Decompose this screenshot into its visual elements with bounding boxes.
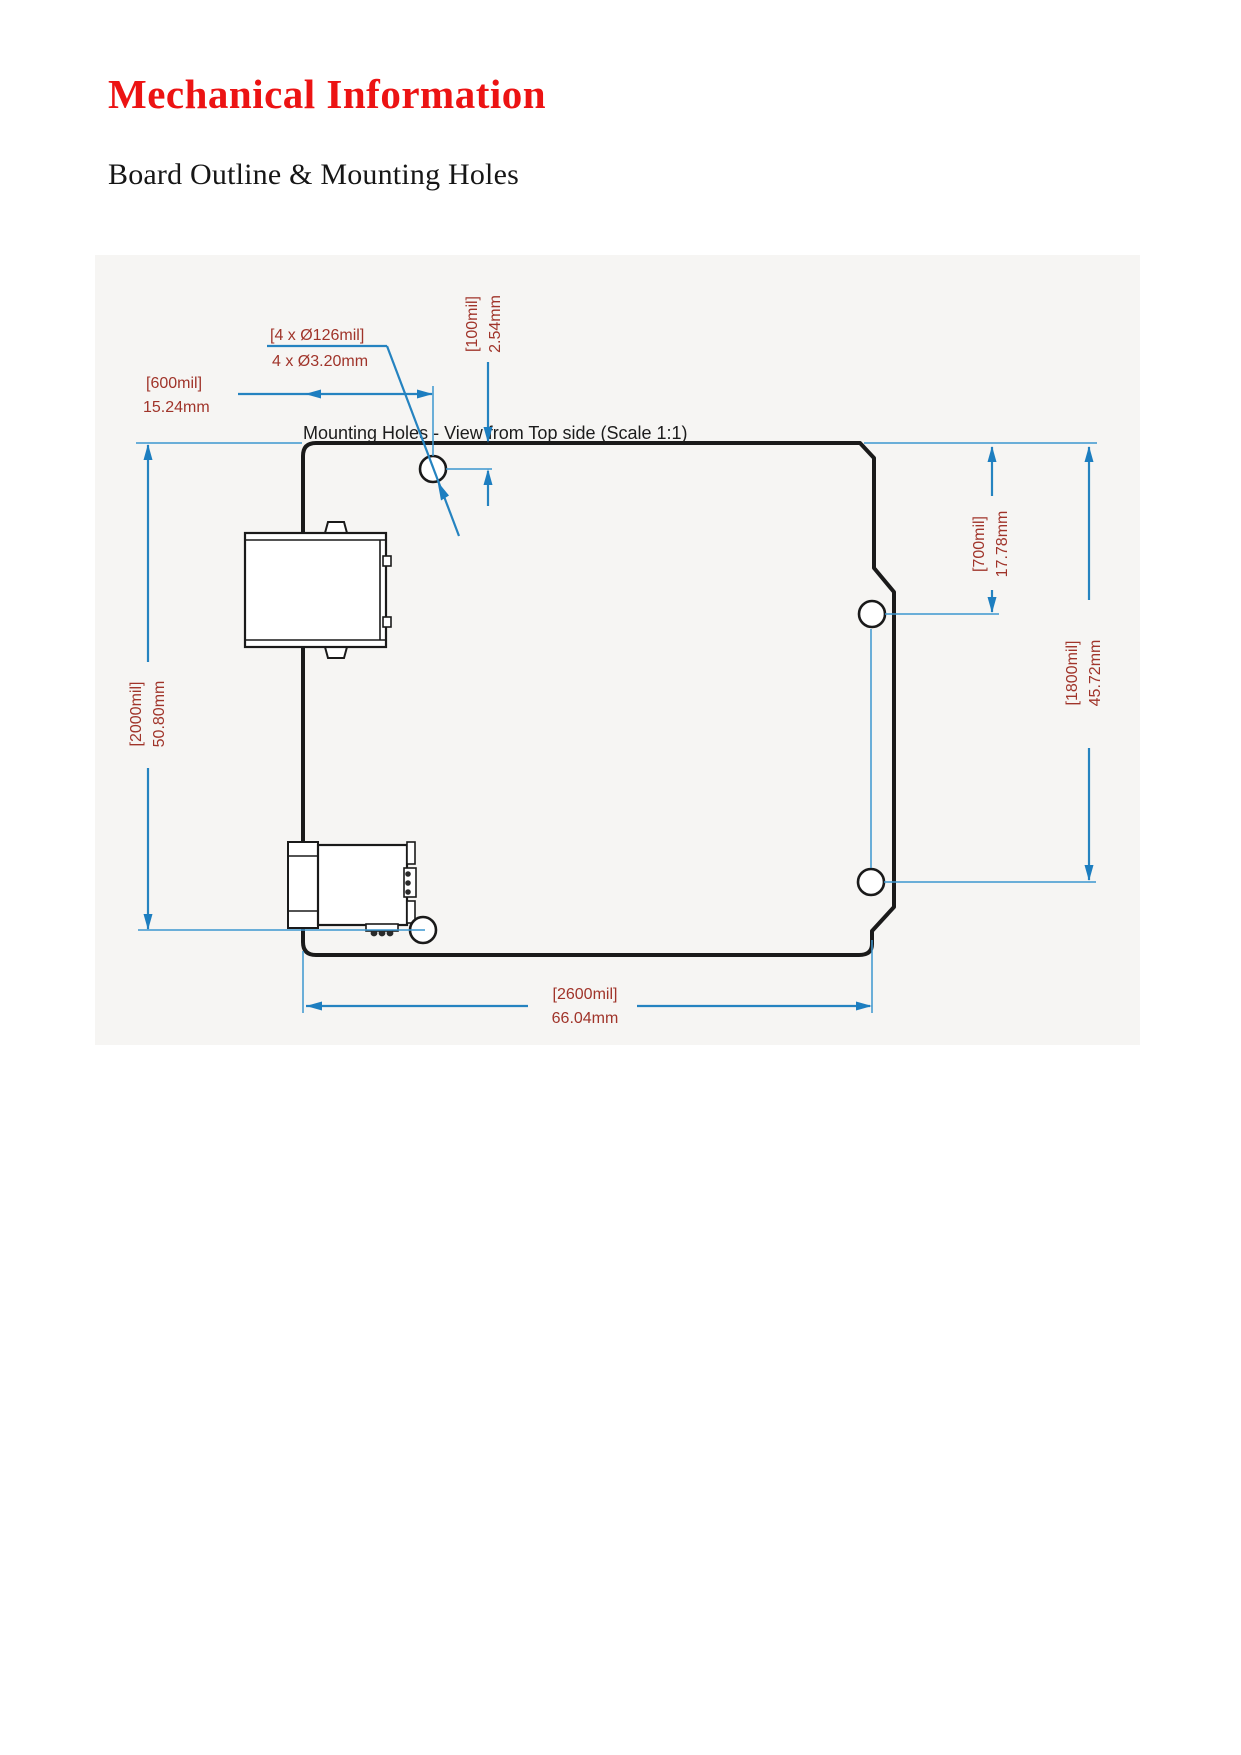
usb-connector [243,521,392,659]
jack-body [316,843,409,927]
dim-600mil [238,389,433,399]
usb-top-tab [323,521,349,534]
mounting-hole-right-lower [856,867,886,897]
section-heading: Board Outline & Mounting Holes [108,158,519,191]
page-title: Mechanical Information [108,71,547,117]
usb-bottom-tab [323,646,349,659]
drawing-background [95,255,1140,1045]
drawing-caption: Mounting Holes - View from Top side (Sca… [303,423,688,443]
dimension-lines [136,344,1097,1013]
dim-2000mil [143,444,153,930]
label-2600mm: 66.04mm [552,1010,619,1027]
label-1800mm: 45.72mm [1087,640,1104,707]
mounting-hole-right-upper [857,599,887,629]
usb-pin-bump [382,616,392,628]
dimension-labels: [4 x Ø126mil] 4 x Ø3.20mm [600mil] 15.24… [128,295,1104,1027]
jack-barrel-cap [287,841,319,929]
dim-1800mil [1084,446,1094,881]
hole-note-leader [267,344,461,537]
usb-pin-bump [382,555,392,567]
label-2000mil: [2000mil] [128,682,145,747]
label-600mil: [600mil] [146,375,202,392]
dim-700mil [987,446,997,613]
label-2000mm: 50.80mm [151,681,168,748]
hole-note-mil: [4 x Ø126mil] [270,327,364,344]
label-1800mil: [1800mil] [1064,641,1081,706]
mechanical-drawing: Mounting Holes - View from Top side (Sca… [95,255,1140,1045]
dim-2600mil [306,1001,872,1011]
label-100mm: 2.54mm [487,295,504,353]
board-outline [301,441,896,957]
dim-100mil [483,362,493,506]
label-600mm: 15.24mm [143,399,210,416]
dc-power-jack [287,841,417,937]
label-700mil: [700mil] [971,516,988,572]
hole-note-mm: 4 x Ø3.20mm [272,353,368,370]
label-100mil: [100mil] [464,296,481,352]
label-700mm: 17.78mm [994,511,1011,578]
label-2600mil: [2600mil] [553,986,618,1003]
